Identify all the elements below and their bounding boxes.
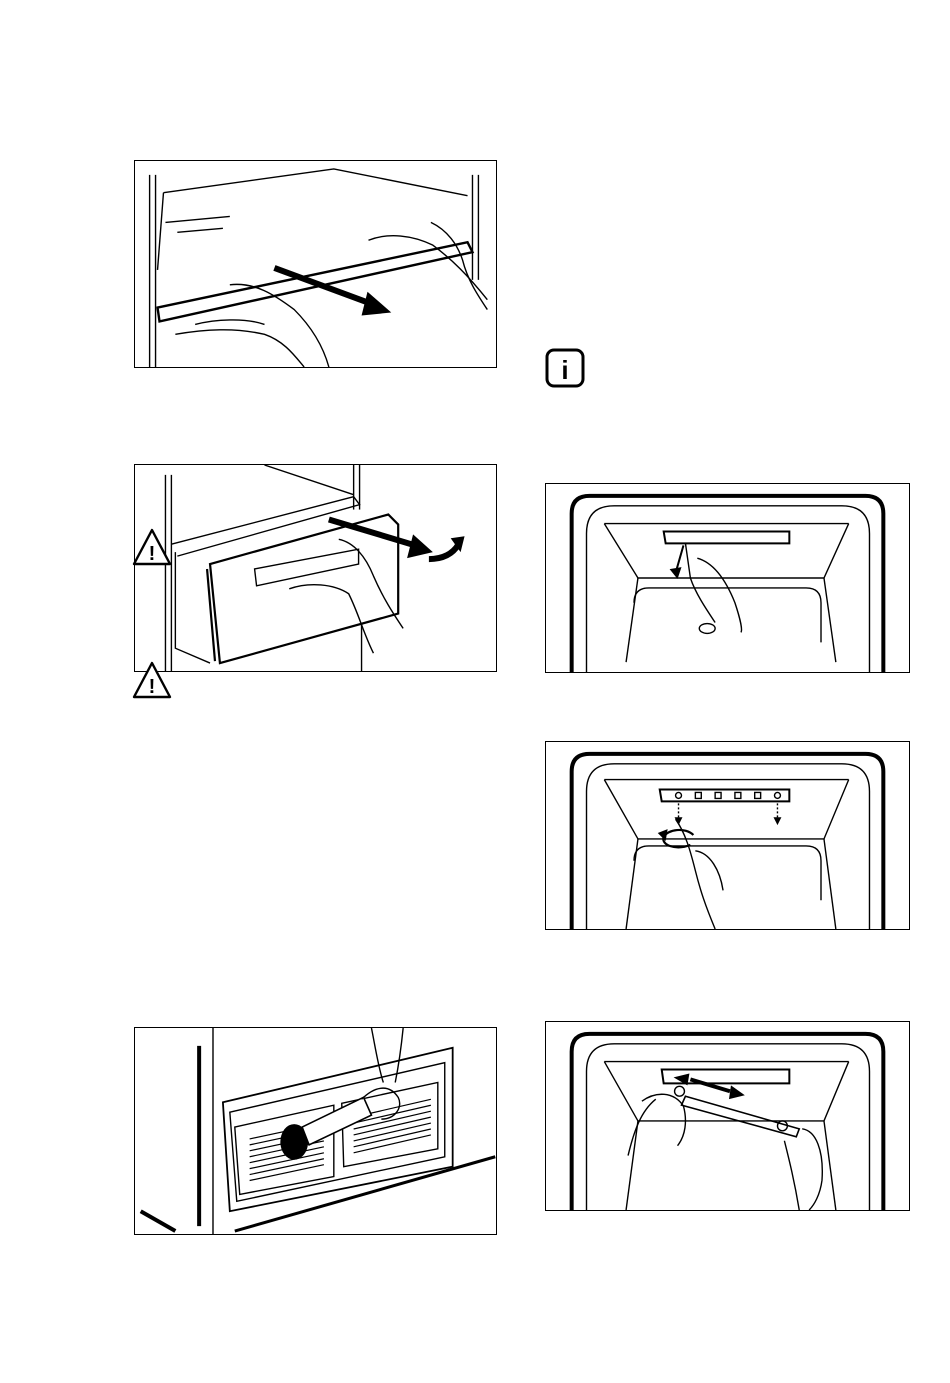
drawer-removal-figure	[134, 464, 497, 672]
warning-mark: !	[149, 543, 156, 565]
lamp-cover-figure	[545, 483, 910, 673]
lamp-screw-illustration	[546, 742, 909, 929]
info-letter: i	[561, 355, 568, 385]
lamp-screws-figure	[545, 741, 910, 930]
lamp-removal-figure	[545, 1021, 910, 1211]
warning-mark: !	[149, 676, 156, 698]
lamp-removal-illustration	[546, 1022, 909, 1210]
condenser-cleaning-figure	[134, 1027, 497, 1235]
brush-cleaning-illustration	[135, 1028, 496, 1234]
warning-triangle-icon: !	[131, 527, 173, 567]
info-icon: i	[545, 348, 585, 388]
shelf-removal-illustration	[135, 161, 496, 367]
drawer-removal-illustration	[135, 465, 496, 671]
lamp-cover-illustration	[546, 484, 909, 672]
shelf-removal-figure	[134, 160, 497, 368]
warning-triangle-icon: !	[131, 660, 173, 700]
